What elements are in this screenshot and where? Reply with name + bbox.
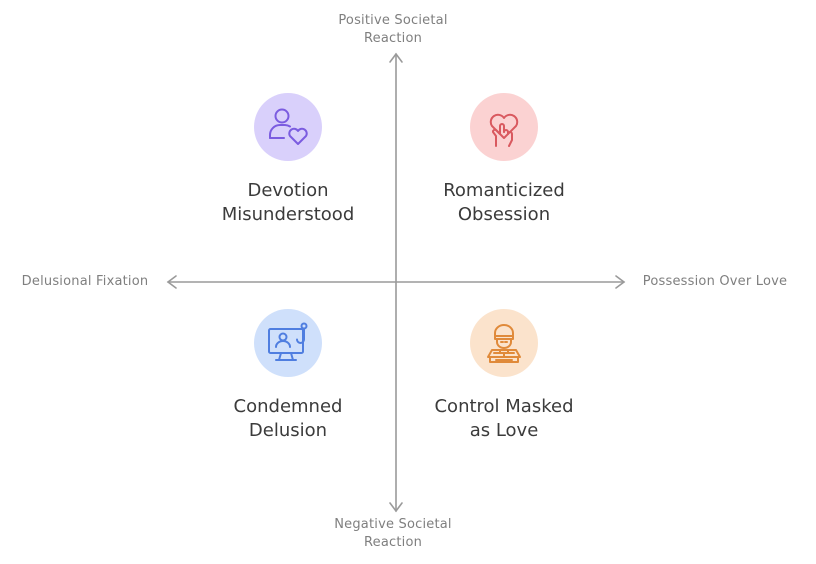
axis-label-left: Delusional Fixation (21, 274, 149, 289)
axis-label-right: Possession Over Love (642, 274, 788, 289)
left-arrowhead (166, 275, 177, 289)
down-arrowhead (389, 502, 403, 513)
up-arrowhead (389, 52, 403, 63)
icon-circle (470, 93, 538, 161)
icon-circle (254, 309, 322, 377)
quadrant-romanticized-obsession: Romanticized Obsession (394, 93, 614, 227)
icon-circle (254, 93, 322, 161)
masked-person-icon (487, 324, 521, 363)
person-heart-icon (269, 108, 308, 145)
quadrant-label: Devotion Misunderstood (221, 180, 355, 225)
right-arrowhead (615, 275, 626, 289)
axis-label-bottom: Negative Societal Reaction (334, 517, 452, 550)
quadrant-label: Control Masked as Love (434, 396, 574, 441)
heart-hand-icon (489, 113, 519, 147)
quadrant-label: Condemned Delusion (233, 396, 343, 441)
quadrant-condemned-delusion: Condemned Delusion (178, 309, 398, 443)
quadrant-label: Romanticized Obsession (443, 180, 565, 225)
quadrant-devotion-misunderstood: Devotion Misunderstood (178, 93, 398, 227)
quadrant-control-masked-as-love: Control Masked as Love (394, 309, 614, 443)
axis-label-top: Positive Societal Reaction (338, 13, 448, 46)
monitor-person-icon (268, 322, 308, 361)
icon-circle (470, 309, 538, 377)
